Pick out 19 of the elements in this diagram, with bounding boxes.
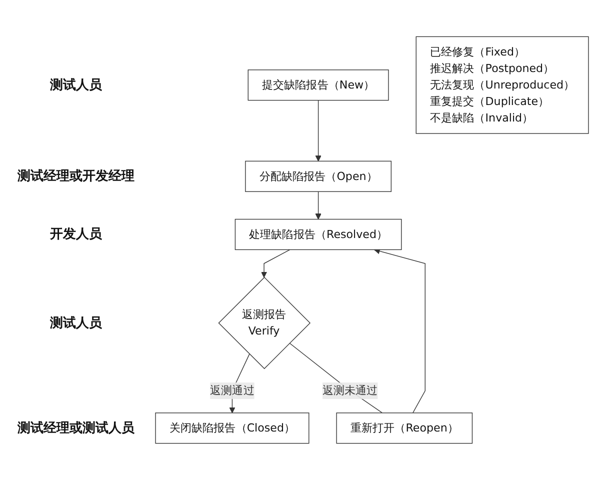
- connector: [289, 342, 383, 414]
- role-label: 测试经理或测试人员: [16, 420, 136, 438]
- node-box: 提交缺陷报告（New）: [248, 70, 389, 101]
- node-box: 重新打开（Reopen）: [336, 412, 473, 444]
- role-label: 测试人员: [49, 314, 103, 332]
- arrow: [374, 248, 426, 414]
- node-box: 处理缺陷报告（Resolved）: [234, 218, 402, 250]
- role-label: 开发人员: [49, 226, 103, 244]
- edge-label: 返测未通过: [322, 384, 378, 397]
- arrow: [315, 191, 322, 220]
- role-label: 测试人员: [49, 77, 103, 94]
- arrow: [315, 100, 322, 162]
- node-box: 分配缺陷报告（Open）: [245, 160, 392, 192]
- node-diamond: 返测报告 Verify: [218, 276, 310, 370]
- edge-label: 返测通过: [210, 384, 254, 397]
- node-box: 已经修复（Fixed） 推迟解决（Postponed） 无法复现（Unreproduced） 重复提交（Duplicate） 不是缺陷（Invalid）: [416, 36, 589, 134]
- node-box: 关闭缺陷报告（Closed）: [155, 412, 310, 444]
- arrow: [260, 249, 290, 278]
- role-label: 测试经理或开发经理: [16, 168, 136, 186]
